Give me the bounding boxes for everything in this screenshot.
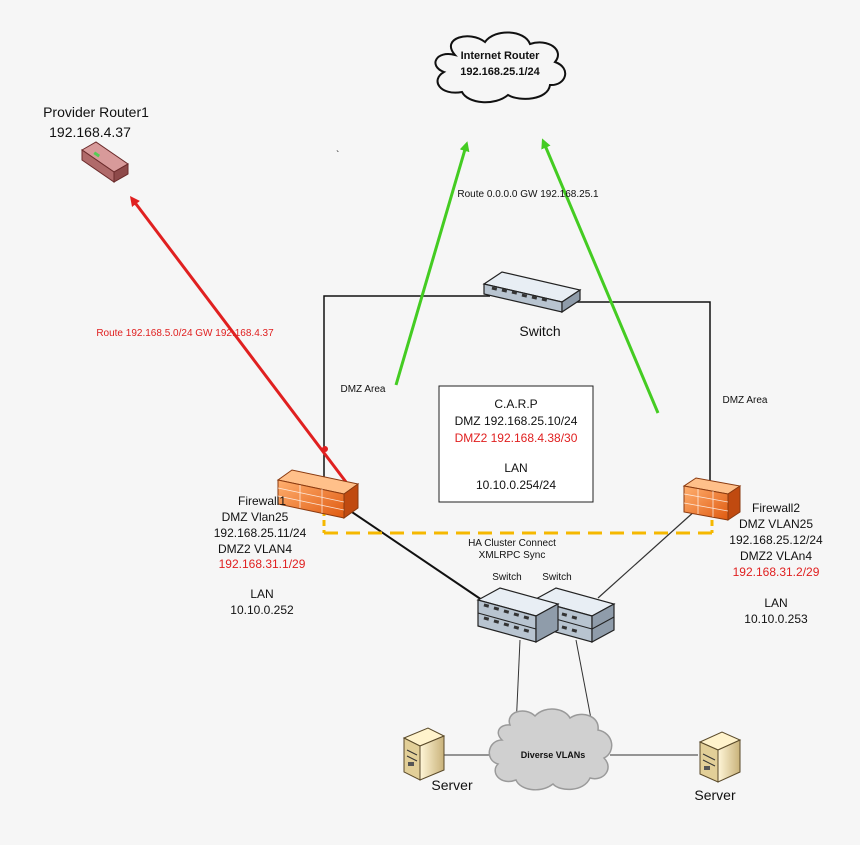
link-fw2-lan-switch xyxy=(597,509,697,599)
fw2-dmz2-ip: 192.168.31.2/29 xyxy=(733,565,820,579)
fw1-lan-label: LAN xyxy=(250,587,273,601)
server-right: Server xyxy=(694,731,742,803)
ha-cluster-label-1: HA Cluster Connect xyxy=(468,538,556,549)
carp-lan-ip: 10.10.0.254/24 xyxy=(476,478,556,492)
route-arrow-provider xyxy=(129,196,348,483)
dmz-area-right-label: DMZ Area xyxy=(722,395,767,406)
switch-bottom-left-label: Switch xyxy=(492,572,521,583)
carp-box: C.A.R.P DMZ 192.168.25.10/24 DMZ2 192.16… xyxy=(438,385,594,503)
switch-icon xyxy=(476,587,560,644)
fw2-lan-ip: 10.10.0.253 xyxy=(744,612,808,626)
server-left-label: Server xyxy=(431,777,473,793)
network-links xyxy=(323,295,711,756)
fw2-lan-label: LAN xyxy=(764,596,787,610)
dmz-area-left-label: DMZ Area xyxy=(340,384,385,395)
internet-router-ip: 192.168.25.1/24 xyxy=(460,66,540,78)
server-right-label: Server xyxy=(694,787,736,803)
top-switch: Switch xyxy=(482,271,582,339)
router-icon xyxy=(81,141,129,183)
fw1-dmz: DMZ Vlan25 xyxy=(222,510,289,524)
server-left: Server xyxy=(402,727,473,793)
link-fw2-switch xyxy=(575,301,711,488)
fw1-name: Firewall1 xyxy=(238,494,286,508)
server-icon xyxy=(402,727,446,781)
route-provider-label: Route 192.168.5.0/24 GW 192.168.4.37 xyxy=(96,328,274,339)
carp-lan-label: LAN xyxy=(504,461,527,475)
vlan-cloud: Diverse VLANs xyxy=(488,708,613,791)
switch-icon xyxy=(482,271,582,314)
server-icon xyxy=(698,731,742,783)
fw1-lan-ip: 10.10.0.252 xyxy=(230,603,294,617)
fw1-dmz2-ip: 192.168.31.1/29 xyxy=(219,557,306,571)
bottom-switch-stack xyxy=(476,587,616,644)
top-switch-label: Switch xyxy=(519,323,560,339)
firewall-icon xyxy=(276,469,360,519)
carp-dmz2: DMZ2 192.168.4.38/30 xyxy=(455,431,578,445)
route-dot xyxy=(322,446,328,452)
link-switch-cloud-b xyxy=(575,639,593,725)
switch-bottom-right-label: Switch xyxy=(542,572,571,583)
ha-cluster-label-2: XMLRPC Sync xyxy=(479,550,546,561)
fw2-dmz: DMZ VLAN25 xyxy=(739,517,813,531)
provider-router-ip: 192.168.4.37 xyxy=(49,124,131,140)
carp-title: C.A.R.P xyxy=(494,397,537,411)
provider-router-name: Provider Router1 xyxy=(43,104,149,120)
carp-dmz: DMZ 192.168.25.10/24 xyxy=(455,414,578,428)
fw2-dmz-ip: 192.168.25.12/24 xyxy=(729,533,823,547)
fw1-dmz2: DMZ2 VLAN4 xyxy=(218,542,292,556)
fw1-dmz-ip: 192.168.25.11/24 xyxy=(214,526,307,540)
stray-mark: ` xyxy=(336,149,339,161)
vlan-cloud-label: Diverse VLANs xyxy=(521,750,586,760)
route-arrow-right xyxy=(541,138,660,414)
link-fw1-switch xyxy=(323,295,490,478)
firewall2: Firewall2 DMZ VLAN25 192.168.25.12/24 DM… xyxy=(682,477,823,626)
provider-router: Provider Router1 192.168.4.37 xyxy=(43,104,149,183)
fw2-dmz2: DMZ2 VLAn4 xyxy=(740,549,812,563)
firewall-icon xyxy=(682,477,742,521)
fw2-name: Firewall2 xyxy=(752,501,800,515)
firewall1: Firewall1 DMZ Vlan25 192.168.25.11/24 DM… xyxy=(214,469,360,617)
route-arrow-left xyxy=(394,141,470,386)
route-default-label: Route 0.0.0.0 GW 192.168.25.1 xyxy=(457,189,599,200)
internet-router-name: Internet Router xyxy=(461,50,541,62)
internet-router-cloud: Internet Router 192.168.25.1/24 xyxy=(434,31,567,104)
link-fw1-lan-switch xyxy=(345,507,483,601)
